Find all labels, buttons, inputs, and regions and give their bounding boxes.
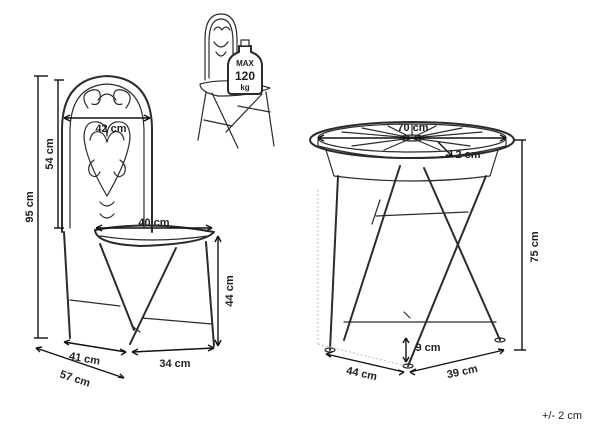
chair-total-height-label: 95 cm — [24, 191, 36, 222]
table-diameter-label: 70 cm — [397, 122, 428, 134]
chair-seat-height-label: 44 cm — [224, 275, 236, 306]
table-foot-height-label: 9 cm — [415, 342, 440, 354]
max-unit: kg — [240, 83, 249, 92]
chair-illustration — [61, 75, 215, 347]
chair-back-width-label: 42 cm — [95, 123, 126, 135]
chair-depth-bottom-label: 57 cm — [58, 369, 92, 390]
max-value: 120 — [235, 69, 255, 83]
max-load-weight-icon: MAX 120 kg — [227, 39, 263, 95]
chair-dimension-lines — [34, 75, 222, 379]
table-dimension-lines — [317, 134, 526, 376]
table-illustration — [309, 121, 515, 369]
chair-back-height-label: 54 cm — [44, 138, 56, 169]
chair-depth-top-label: 41 cm — [68, 350, 101, 367]
table-base-width-label: 39 cm — [446, 363, 479, 381]
table-top-thickness-label: 2 cm — [455, 149, 480, 161]
max-label: MAX — [236, 59, 254, 68]
table-height-label: 75 cm — [529, 231, 541, 262]
chair-seat-width-label: 40 cm — [138, 217, 169, 229]
tolerance-note: +/- 2 cm — [542, 410, 582, 422]
table-base-depth-label: 44 cm — [345, 365, 378, 383]
chair-front-width-label: 34 cm — [159, 358, 190, 370]
